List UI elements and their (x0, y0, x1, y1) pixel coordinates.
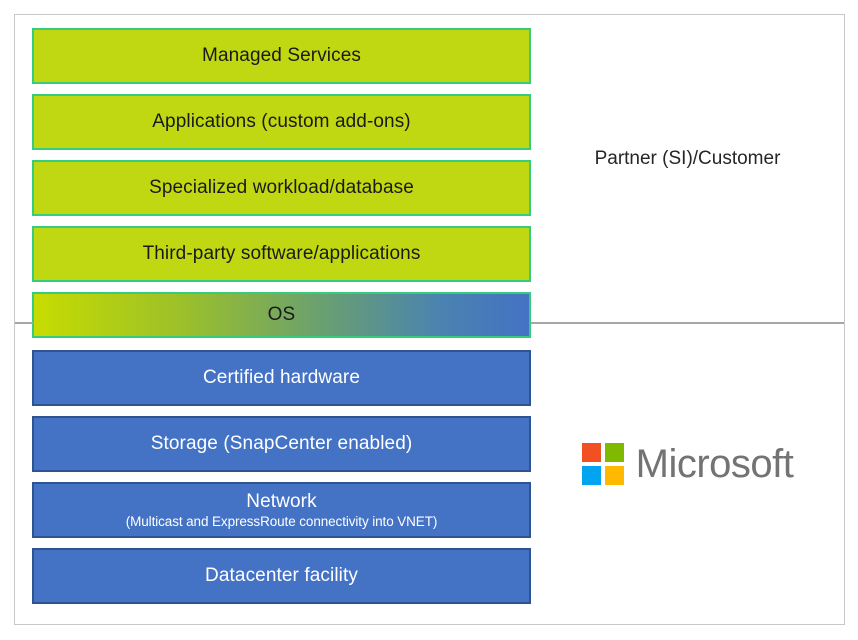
layer-box-managed-services: Managed Services (32, 28, 531, 84)
layer-box-datacenter-facility: Datacenter facility (32, 548, 531, 604)
layer-box-os: OS (32, 292, 531, 338)
layer-label: Managed Services (202, 45, 361, 67)
yellow-square-icon (604, 466, 624, 485)
layer-label: Network (246, 490, 317, 512)
green-square-icon (604, 443, 624, 462)
layer-label: Applications (custom add-ons) (152, 111, 411, 133)
layer-stack: Managed Services Applications (custom ad… (32, 28, 531, 614)
layer-label: Specialized workload/database (149, 177, 414, 199)
layer-label: OS (267, 304, 296, 326)
layer-label: Storage (SnapCenter enabled) (150, 433, 413, 455)
layer-box-specialized-workload: Specialized workload/database (32, 160, 531, 216)
layer-label: Third-party software/applications (142, 243, 421, 265)
layer-label: Certified hardware (202, 367, 361, 389)
layer-box-storage: Storage (SnapCenter enabled) (32, 416, 531, 472)
partner-section-label: Partner (SI)/Customer (594, 148, 781, 169)
layer-label: Datacenter facility (205, 565, 358, 587)
section-divider-left (15, 322, 33, 324)
red-square-icon (581, 443, 601, 462)
microsoft-logo-icon (581, 443, 624, 485)
layer-box-third-party-software: Third-party software/applications (32, 226, 531, 282)
layer-sublabel: (Multicast and ExpressRoute connectivity… (125, 513, 438, 529)
layer-box-certified-hardware: Certified hardware (32, 350, 531, 406)
microsoft-wordmark: Microsoft (635, 442, 794, 486)
layer-box-network: Network (Multicast and ExpressRoute conn… (32, 482, 531, 538)
blue-square-icon (581, 466, 601, 485)
section-divider-right (531, 322, 844, 324)
layer-box-applications: Applications (custom add-ons) (32, 94, 531, 150)
microsoft-logo: Microsoft (531, 443, 844, 485)
